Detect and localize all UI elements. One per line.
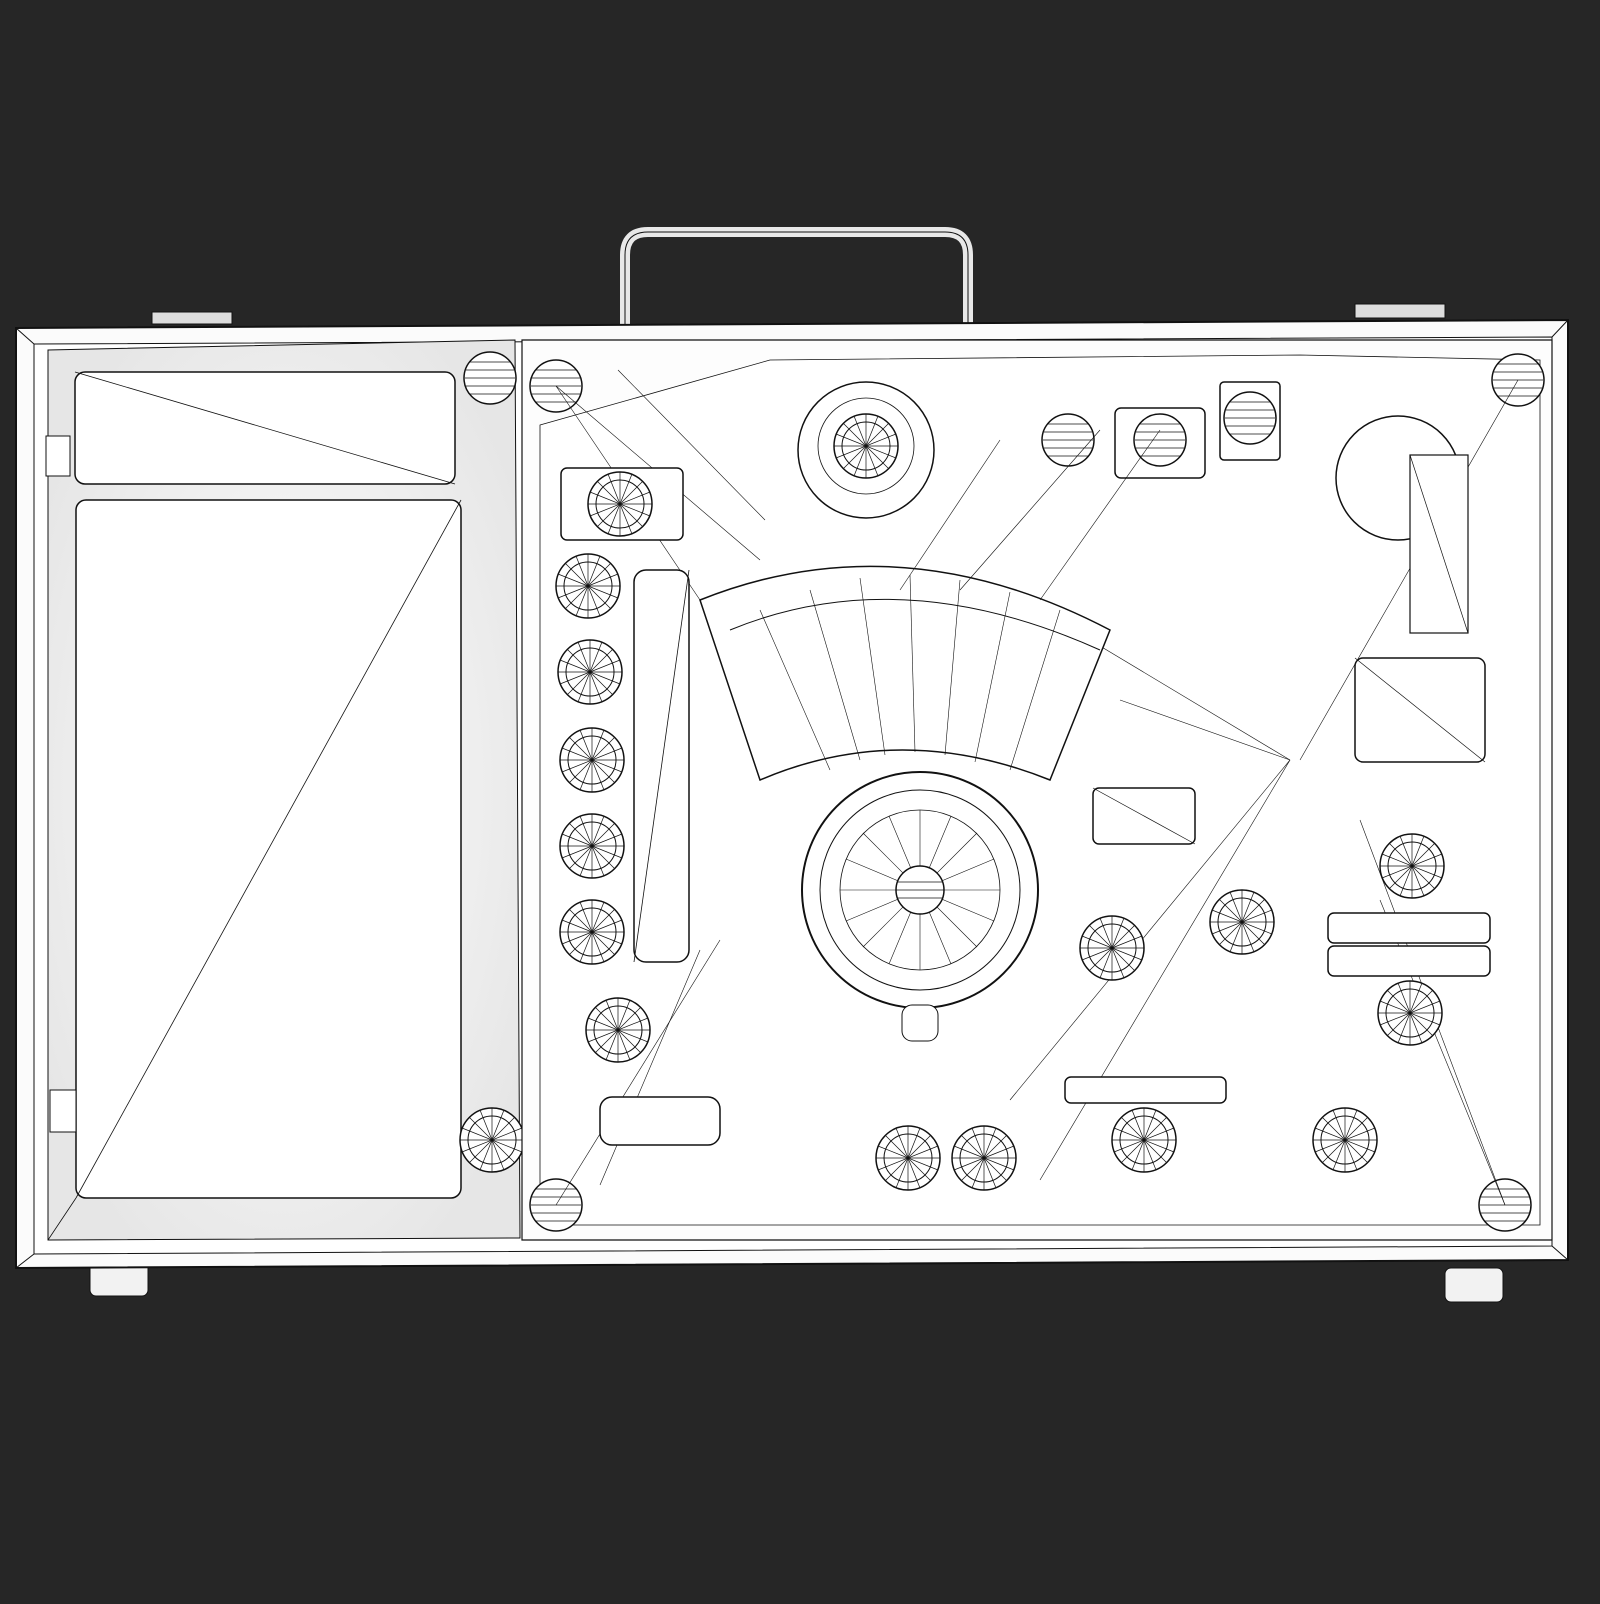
control-panel (521, 339, 1553, 1241)
feet (89, 1261, 1504, 1303)
right-controls (599, 415, 1491, 1146)
top-switches (560, 381, 1281, 541)
meter-arc (699, 429, 1161, 782)
upper-dial (797, 381, 935, 519)
left-compartment (45, 339, 525, 1241)
left-knob-column (555, 553, 690, 1063)
handle (620, 227, 973, 325)
main-dial (801, 771, 1039, 1042)
